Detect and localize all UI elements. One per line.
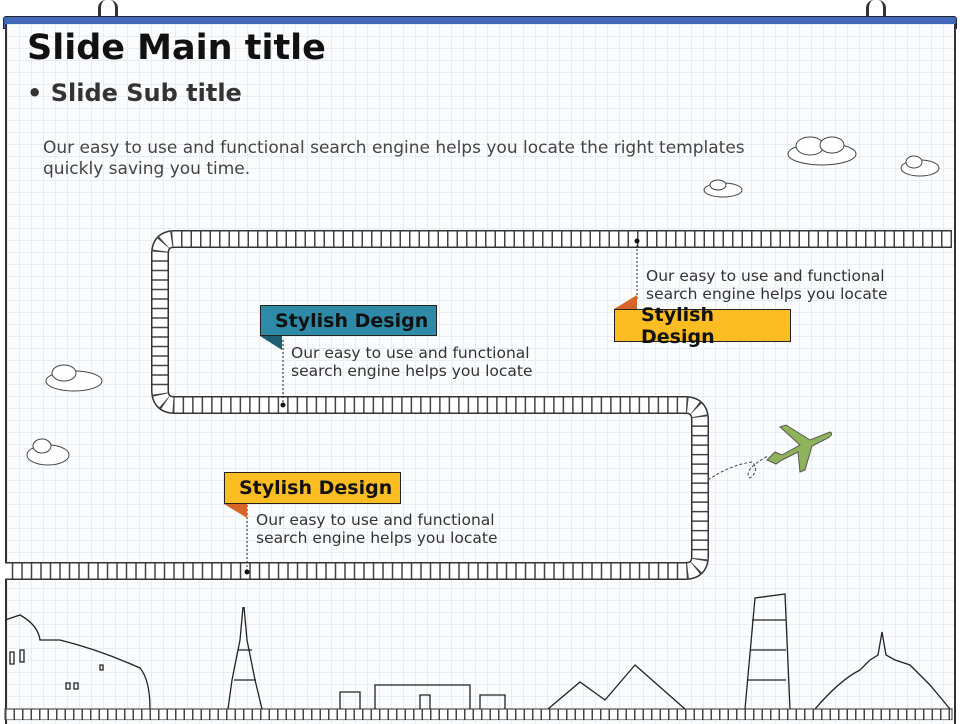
bottom-track: [4, 708, 953, 720]
milestone-label: Stylish Design: [239, 477, 393, 499]
milestone-label: Stylish Design: [275, 309, 429, 332]
milestone-label: Stylish Design: [641, 303, 715, 348]
mont-saint-michel-icon: [814, 631, 951, 710]
description-line: search engine helps you locate: [646, 285, 888, 303]
cloud-icon: [703, 179, 743, 198]
milestone-banner-gold-left: Stylish Design: [224, 472, 401, 504]
eiffel-tower-icon: [227, 606, 263, 710]
cloud-icon: [26, 438, 70, 466]
railway-track: [5, 230, 952, 580]
milestone-banner-teal: Stylish Design: [260, 305, 437, 336]
slide-main-title: Slide Main title: [27, 28, 326, 68]
cloud-icon: [900, 155, 940, 177]
cloud-icon: [787, 136, 857, 166]
stonehenge-icon: [339, 684, 506, 709]
description-line: Our easy to use and functional: [646, 267, 885, 285]
slide-body-text: Our easy to use and functional search en…: [43, 138, 745, 179]
airplane-icon: [707, 424, 833, 481]
description-line: Our easy to use and functional: [256, 511, 495, 529]
slide-subtitle: • Slide Sub title: [27, 79, 242, 107]
colosseum-icon: [4, 614, 151, 710]
landmark-skyline: [4, 593, 951, 710]
description-line: search engine helps you locate: [256, 529, 498, 547]
banner-folds: [224, 295, 637, 518]
cloud-icon: [45, 364, 103, 392]
pyramids-icon: [547, 664, 686, 710]
description-line: search engine helps you locate: [291, 362, 533, 380]
milestone-banner-gold-right: Stylish Design: [614, 304, 791, 348]
description-line: Our easy to use and functional: [291, 344, 530, 362]
leaning-tower-icon: [744, 593, 791, 710]
connector-lines: [244, 238, 640, 575]
slide-subtitle-text: Slide Sub title: [50, 79, 242, 107]
clouds: [26, 136, 940, 466]
